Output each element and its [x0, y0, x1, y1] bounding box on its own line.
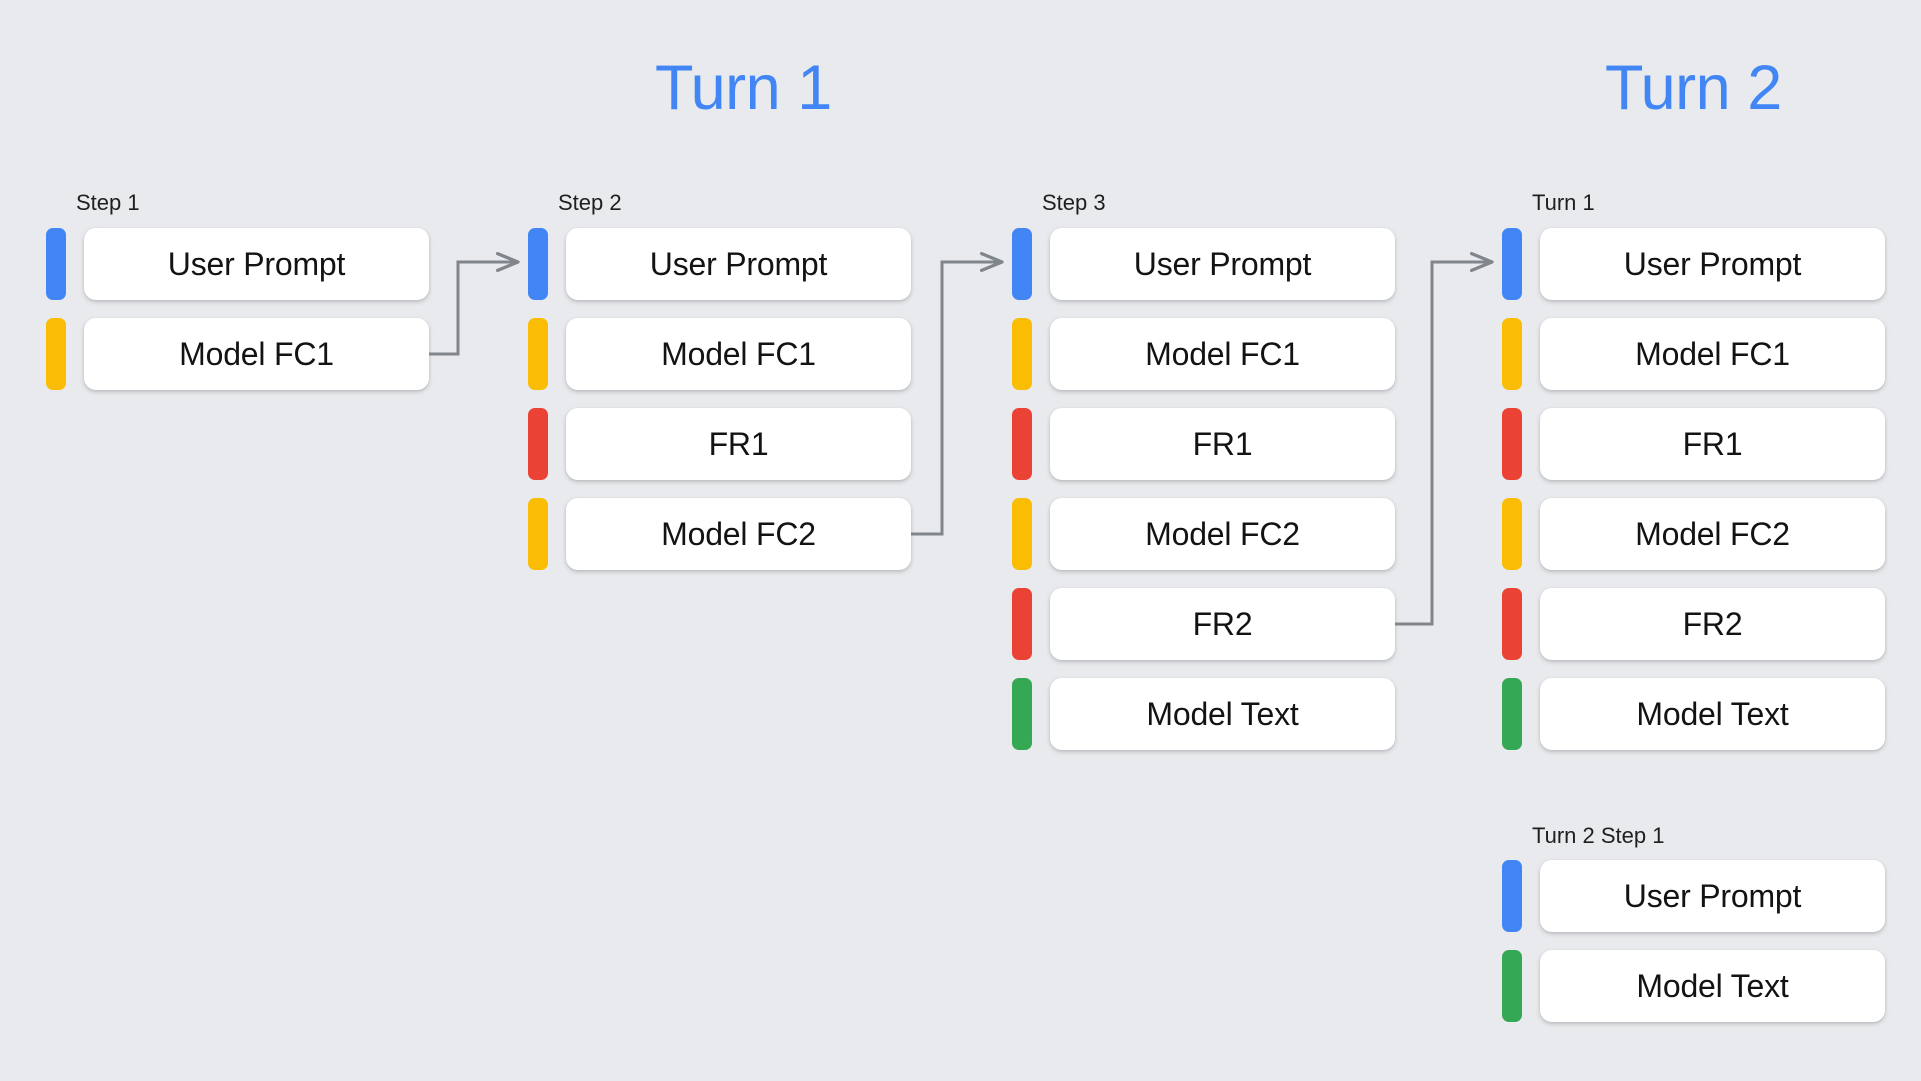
message-card[interactable]: User Prompt [1540, 860, 1885, 932]
message-card[interactable]: Model FC1 [84, 318, 429, 390]
message-card[interactable]: FR1 [566, 408, 911, 480]
message-card-label: FR1 [1192, 425, 1253, 462]
role-color-bar-blue [528, 228, 548, 300]
message-card[interactable]: FR2 [1050, 588, 1395, 660]
message-card-label: Model FC2 [1635, 515, 1790, 552]
role-color-bar-blue [1502, 860, 1522, 932]
message-card-label: User Prompt [649, 245, 828, 282]
message-row: FR2 [1502, 588, 1885, 660]
message-card-label: Model FC1 [1145, 335, 1300, 372]
message-card[interactable]: Model FC2 [1540, 498, 1885, 570]
message-card-label: User Prompt [167, 245, 346, 282]
role-color-bar-blue [1012, 228, 1032, 300]
message-row: FR1 [1012, 408, 1395, 480]
message-card-label: Model FC1 [179, 335, 334, 372]
role-color-bar-green [1012, 678, 1032, 750]
message-card-label: Model FC2 [1145, 515, 1300, 552]
message-card[interactable]: Model Text [1540, 678, 1885, 750]
role-color-bar-yellow [1502, 318, 1522, 390]
message-card-label: User Prompt [1623, 877, 1802, 914]
role-color-bar-green [1502, 678, 1522, 750]
column-label-3: Step 3 [1042, 190, 1106, 215]
message-card-label: FR1 [1682, 425, 1743, 462]
message-card[interactable]: Model FC1 [566, 318, 911, 390]
role-color-bar-red [1502, 588, 1522, 660]
turn-2-title: Turn 2 [1605, 53, 1782, 123]
message-card[interactable]: User Prompt [1050, 228, 1395, 300]
message-row: Model FC2 [1012, 498, 1395, 570]
message-card[interactable]: Model Text [1050, 678, 1395, 750]
lower-block-label: Turn 2 Step 1 [1532, 823, 1665, 848]
message-row: User Prompt [46, 228, 429, 300]
connector-arrow-2 [911, 251, 1004, 536]
message-card-label: Model Text [1636, 695, 1789, 732]
message-row: Model FC1 [1502, 318, 1885, 390]
message-card-label: FR1 [708, 425, 769, 462]
turn-1-title: Turn 1 [655, 53, 832, 123]
message-card[interactable]: Model Text [1540, 950, 1885, 1022]
role-color-bar-green [1502, 950, 1522, 1022]
role-color-bar-red [1012, 588, 1032, 660]
message-row: Model Text [1502, 950, 1885, 1022]
message-card-label: Model FC2 [661, 515, 816, 552]
message-card[interactable]: User Prompt [84, 228, 429, 300]
message-row: User Prompt [1502, 860, 1885, 932]
message-row: User Prompt [528, 228, 911, 300]
role-color-bar-red [1502, 408, 1522, 480]
message-card[interactable]: FR2 [1540, 588, 1885, 660]
role-color-bar-blue [1502, 228, 1522, 300]
message-card[interactable]: Model FC1 [1540, 318, 1885, 390]
role-color-bar-red [1012, 408, 1032, 480]
role-color-bar-yellow [1012, 498, 1032, 570]
role-color-bar-blue [46, 228, 66, 300]
message-card[interactable]: Model FC1 [1050, 318, 1395, 390]
message-row: User Prompt [1502, 228, 1885, 300]
message-card[interactable]: Model FC2 [566, 498, 911, 570]
message-row: FR1 [528, 408, 911, 480]
role-color-bar-yellow [1502, 498, 1522, 570]
column-label-4: Turn 1 [1532, 190, 1595, 215]
message-card-label: FR2 [1192, 605, 1253, 642]
message-row: Model Text [1012, 678, 1395, 750]
message-card-label: FR2 [1682, 605, 1743, 642]
message-card[interactable]: Model FC2 [1050, 498, 1395, 570]
role-color-bar-red [528, 408, 548, 480]
connector-arrow-1 [429, 251, 520, 356]
message-row: Model Text [1502, 678, 1885, 750]
message-card[interactable]: User Prompt [566, 228, 911, 300]
message-row: Model FC2 [1502, 498, 1885, 570]
column-label-1: Step 1 [76, 190, 140, 215]
column-label-2: Step 2 [558, 190, 622, 215]
message-row: Model FC1 [1012, 318, 1395, 390]
message-card-label: Model Text [1146, 695, 1299, 732]
message-card-label: User Prompt [1133, 245, 1312, 282]
role-color-bar-yellow [528, 498, 548, 570]
message-card-label: User Prompt [1623, 245, 1802, 282]
message-row: Model FC2 [528, 498, 911, 570]
message-row: User Prompt [1012, 228, 1395, 300]
message-card[interactable]: FR1 [1050, 408, 1395, 480]
message-card-label: Model FC1 [1635, 335, 1790, 372]
message-card[interactable]: User Prompt [1540, 228, 1885, 300]
message-row: FR2 [1012, 588, 1395, 660]
message-row: FR1 [1502, 408, 1885, 480]
message-row: Model FC1 [528, 318, 911, 390]
message-card-label: Model FC1 [661, 335, 816, 372]
role-color-bar-yellow [528, 318, 548, 390]
role-color-bar-yellow [1012, 318, 1032, 390]
role-color-bar-yellow [46, 318, 66, 390]
connector-arrow-3 [1395, 251, 1494, 626]
message-card-label: Model Text [1636, 967, 1789, 1004]
message-card[interactable]: FR1 [1540, 408, 1885, 480]
message-row: Model FC1 [46, 318, 429, 390]
